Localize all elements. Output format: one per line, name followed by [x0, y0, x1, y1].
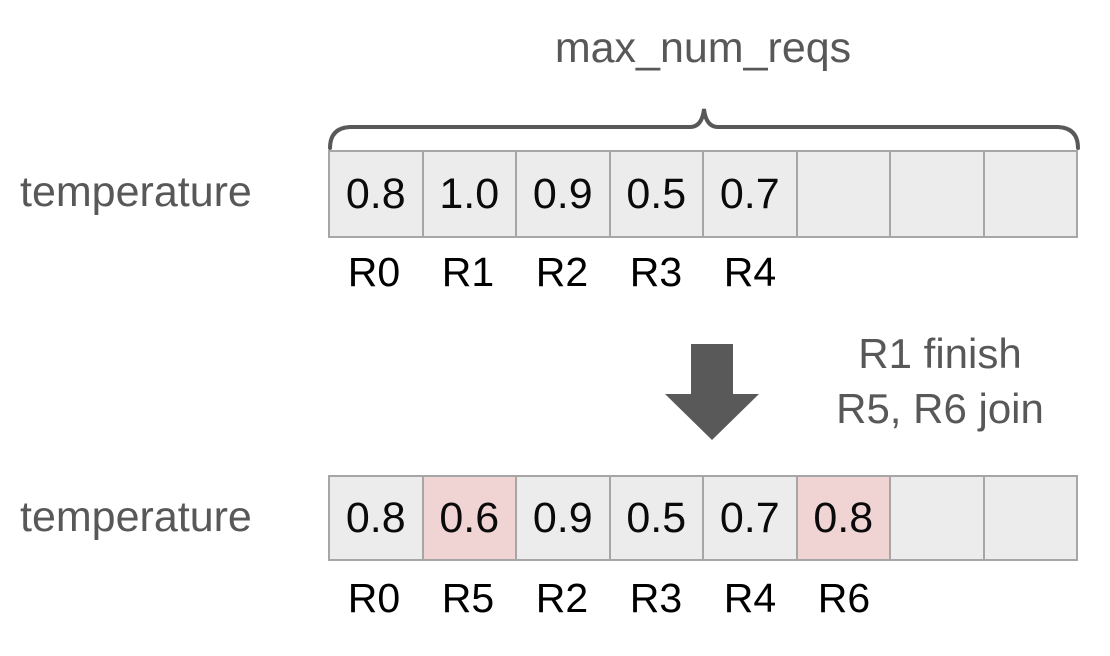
temperature-buffer-before: 0.8 1.0 0.9 0.5 0.7: [328, 150, 1078, 238]
request-id-label: R3: [629, 249, 683, 295]
request-id-label: R4: [723, 249, 777, 295]
buffer-cell[interactable]: 0.8: [330, 152, 422, 236]
max-num-reqs-label: max_num_reqs: [554, 24, 852, 72]
buffer-cell[interactable]: 0.5: [610, 152, 702, 236]
request-id-label: R5: [441, 575, 495, 621]
request-id-row-after: R0 R5 R2 R3 R4 R6: [328, 578, 1078, 619]
request-id-label-empty: [986, 578, 1078, 619]
row-label-temperature-before: temperature: [20, 168, 252, 216]
buffer-cell-highlighted[interactable]: 0.6: [423, 477, 515, 559]
buffer-cell-empty[interactable]: [984, 477, 1076, 559]
note-line-2: R5, R6 join: [836, 385, 1044, 433]
row-label-temperature-after: temperature: [20, 493, 252, 541]
buffer-cell-empty[interactable]: [984, 152, 1076, 236]
down-arrow-icon: [665, 344, 759, 440]
buffer-cell-empty[interactable]: [891, 477, 983, 559]
request-id-label: R3: [629, 575, 683, 621]
request-id-label-empty: [986, 252, 1078, 293]
buffer-cell[interactable]: 1.0: [423, 152, 515, 236]
temperature-buffer-after: 0.8 0.6 0.9 0.5 0.7 0.8: [328, 475, 1078, 561]
curly-brace-icon: [328, 108, 1080, 150]
buffer-cell[interactable]: 0.7: [704, 477, 796, 559]
buffer-cell[interactable]: 0.8: [330, 477, 422, 559]
transition-note: R1 finish R5, R6 join: [790, 326, 1090, 437]
buffer-cell[interactable]: 0.9: [517, 477, 609, 559]
request-id-label: R2: [535, 575, 589, 621]
buffer-cell[interactable]: 0.9: [517, 152, 609, 236]
buffer-cell[interactable]: 0.5: [610, 477, 702, 559]
buffer-cell[interactable]: 0.7: [704, 152, 796, 236]
request-id-label-empty: [892, 252, 984, 293]
request-id-row-before: R0 R1 R2 R3 R4: [328, 252, 1078, 293]
buffer-cell-highlighted[interactable]: 0.8: [797, 477, 889, 559]
request-id-label: R0: [347, 575, 401, 621]
buffer-cell-empty[interactable]: [797, 152, 889, 236]
note-line-1: R1 finish: [858, 330, 1022, 377]
request-id-label: R1: [441, 249, 495, 295]
request-id-label-empty: [798, 252, 890, 293]
request-id-label-empty: [892, 578, 984, 619]
request-id-label: R2: [535, 249, 589, 295]
request-id-label: R0: [347, 249, 401, 295]
request-id-label: R4: [723, 575, 777, 621]
buffer-cell-empty[interactable]: [891, 152, 983, 236]
request-id-label: R6: [817, 575, 871, 621]
